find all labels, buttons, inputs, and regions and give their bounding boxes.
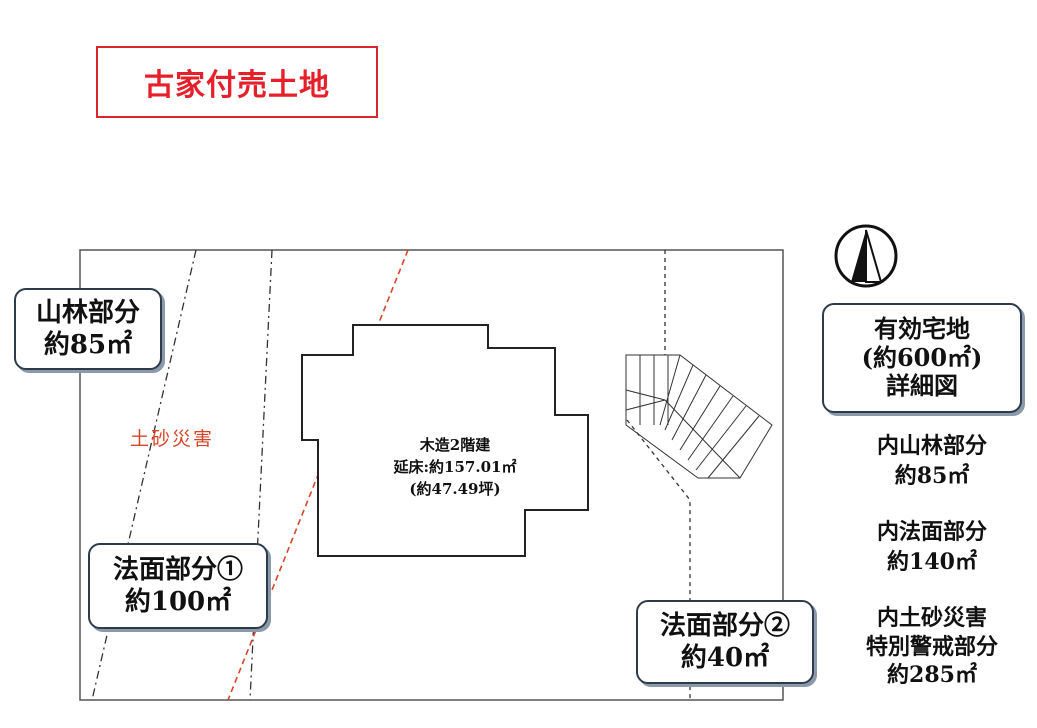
houmen1-label-box: 法面部分① 約100㎡ <box>88 543 268 629</box>
detail-label-caption: 詳細図 <box>886 371 958 401</box>
houmen2-label-box: 法面部分② 約40㎡ <box>636 600 814 684</box>
houmen2-label-title: 法面部分② <box>659 610 790 641</box>
houmen-boundary-line <box>249 249 273 701</box>
detail-label-area: (約600㎡) <box>861 342 983 372</box>
breakdown-houmen: 内法面部分 約140㎡ <box>852 518 1012 577</box>
breakdown-sanrin: 内山林部分 約85㎡ <box>852 432 1012 491</box>
breakdown-houmen-title: 内法面部分 <box>876 519 987 545</box>
sanrin-label-area: 約85㎡ <box>43 330 133 360</box>
building-info: 木造2階建 延床:約157.01㎡ (約47.49坪) <box>340 435 570 500</box>
breakdown-hazard-area: 約285㎡ <box>887 662 977 689</box>
page-title: 古家付売土地 <box>96 46 378 118</box>
houmen1-label-title: 法面部分① <box>112 554 243 585</box>
sanrin-label-box: 山林部分 約85㎡ <box>14 288 162 370</box>
houmen2-label-area: 約40㎡ <box>680 643 770 673</box>
lot-outline <box>79 249 784 701</box>
hazard-area-label: 土砂災害 <box>130 428 215 450</box>
building-footprint <box>301 324 589 557</box>
breakdown-sanrin-title: 内山林部分 <box>876 433 987 459</box>
detail-label-title: 有効宅地 <box>874 313 970 343</box>
breakdown-houmen-area: 約140㎡ <box>887 548 977 575</box>
breakdown-hazard-title: 内土砂災害 <box>876 605 987 631</box>
breakdown-hazard: 内土砂災害 特別警戒部分 約285㎡ <box>842 604 1022 690</box>
detail-label-box: 有効宅地 (約600㎡) 詳細図 <box>822 303 1022 413</box>
building-floor-area-tsubo: (約47.49坪) <box>409 479 501 498</box>
building-floor-area: 延床:約157.01㎡ <box>393 457 517 476</box>
houmen1-label-area: 約100㎡ <box>124 587 232 617</box>
north-arrow-icon <box>834 224 898 288</box>
stairs <box>625 354 773 479</box>
breakdown-hazard-subtitle: 特別警戒部分 <box>865 633 998 660</box>
building-type: 木造2階建 <box>419 436 491 454</box>
sanrin-label-title: 山林部分 <box>35 297 140 328</box>
breakdown-sanrin-area: 約85㎡ <box>894 462 970 489</box>
